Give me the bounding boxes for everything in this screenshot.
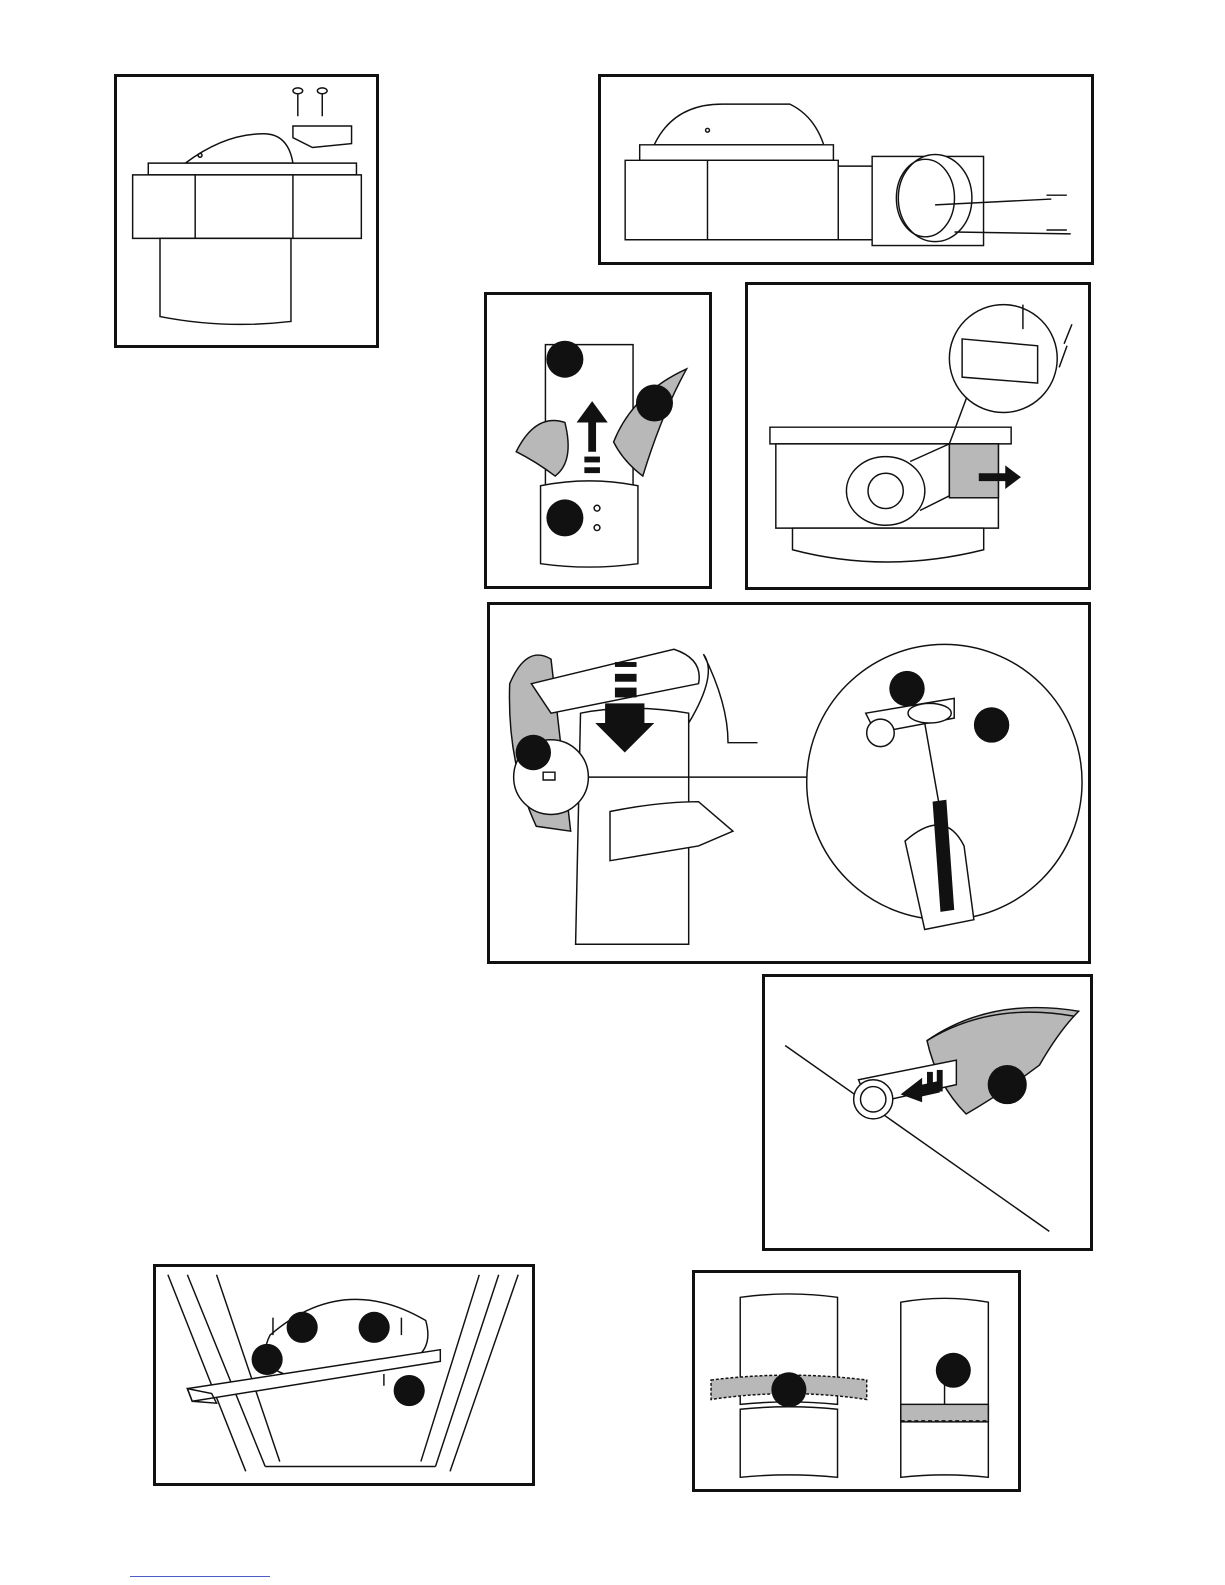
callout-marker — [394, 1375, 425, 1406]
callout-marker — [546, 499, 583, 536]
ceiling-bracket-illustration — [156, 1267, 532, 1483]
callout-marker — [988, 1065, 1027, 1104]
callout-marker — [936, 1353, 971, 1388]
callout-marker — [636, 385, 673, 422]
figure-hood-duct-connector — [598, 74, 1094, 265]
figure-hood-top-screws — [114, 74, 379, 348]
figure-blower-box-outlet — [745, 282, 1091, 590]
callout-marker — [889, 671, 924, 706]
figure-duct-joint-sealing — [692, 1270, 1021, 1492]
callout-marker — [771, 1372, 806, 1407]
duct-sleeve-illustration — [487, 295, 709, 586]
footer-link-underline[interactable] — [130, 1576, 270, 1577]
duct-connector-illustration — [601, 77, 1091, 262]
bracket-detail-illustration — [765, 977, 1090, 1248]
chimney-illustration — [490, 605, 1088, 961]
figure-ceiling-mount-bracket — [153, 1264, 535, 1486]
figure-chimney-slide-screwdriver — [487, 602, 1091, 964]
figure-bracket-screw-detail — [762, 974, 1093, 1251]
callout-marker — [287, 1312, 318, 1343]
callout-marker — [546, 341, 583, 378]
figure-duct-sleeve-tape — [484, 292, 712, 589]
callout-marker — [974, 707, 1009, 742]
duct-joint-illustration — [695, 1273, 1018, 1489]
callout-marker — [252, 1344, 283, 1375]
hood-top-illustration — [117, 77, 376, 345]
callout-marker — [516, 735, 551, 770]
callout-marker — [359, 1312, 390, 1343]
blower-box-illustration — [748, 285, 1088, 587]
